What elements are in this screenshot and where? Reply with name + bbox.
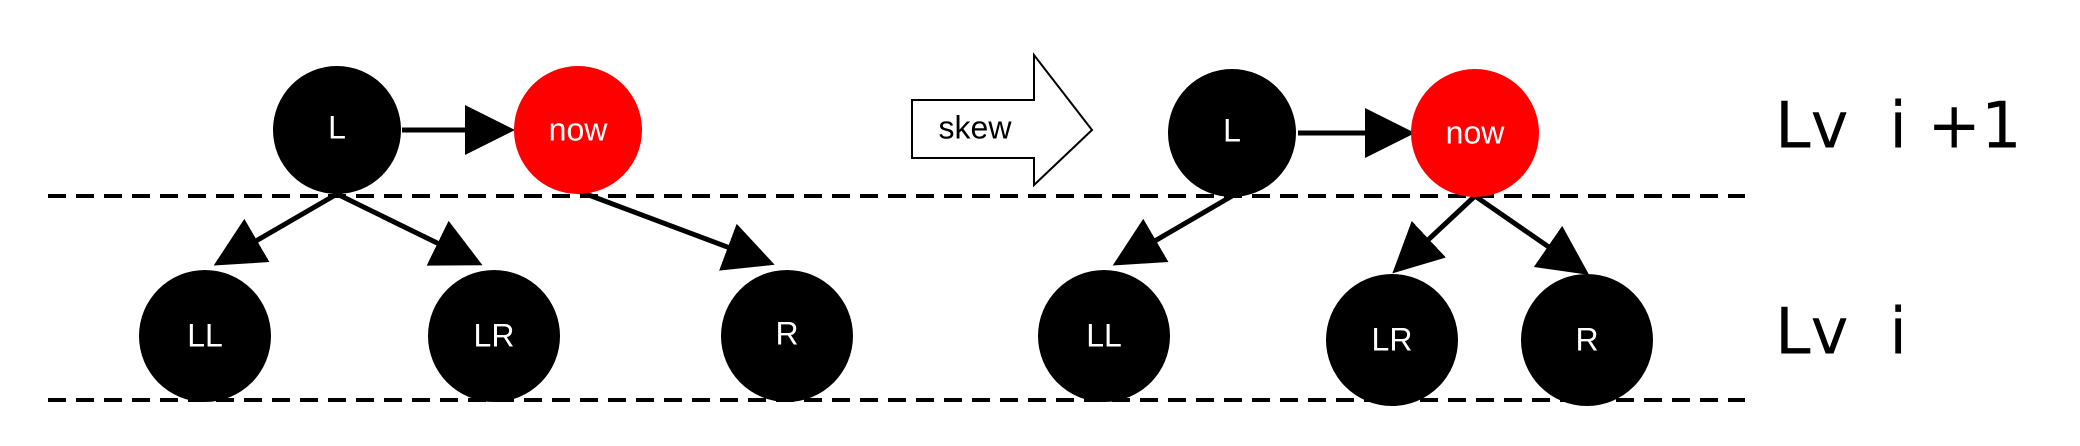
node-R-label: R (775, 315, 798, 351)
node-now: now (514, 66, 642, 194)
edge-now-to-LR-after (1392, 194, 1477, 274)
level-label-upper: Lv i +1 (1775, 90, 2022, 164)
level-label-lower: Lv i (1775, 296, 1907, 370)
node-LR: LR (428, 270, 560, 402)
node-LL-after-label: LL (1086, 317, 1122, 353)
node-LR-label: LR (474, 317, 515, 353)
node-R-after-label: R (1575, 321, 1598, 357)
edge-now-to-R-after (1473, 193, 1590, 275)
node-L-after: L (1168, 69, 1296, 197)
node-LR-after-label: LR (1372, 321, 1413, 357)
node-now-after-label: now (1446, 114, 1506, 150)
node-R: R (721, 270, 853, 402)
node-L-label: L (328, 109, 346, 145)
node-L-after-label: L (1223, 112, 1241, 148)
node-R-after: R (1521, 274, 1653, 406)
node-now-label: now (549, 111, 609, 147)
node-L: L (273, 66, 401, 194)
edge-now-to-R (577, 188, 775, 271)
before-tree: L now LL LR R (139, 66, 853, 402)
skew-label: skew (939, 109, 1013, 145)
skew-transition-arrow: skew (911, 52, 1094, 188)
node-now-after: now (1411, 69, 1539, 197)
after-tree: L now LL LR R (1038, 69, 1653, 406)
node-LL: LL (139, 270, 271, 402)
edge-L-to-LL-after (1112, 193, 1234, 266)
node-LL-label: LL (187, 317, 223, 353)
edge-L-to-LR (335, 191, 483, 266)
node-LR-after: LR (1326, 274, 1458, 406)
edge-L-to-LL (213, 191, 339, 266)
node-LL-after: LL (1038, 270, 1170, 402)
